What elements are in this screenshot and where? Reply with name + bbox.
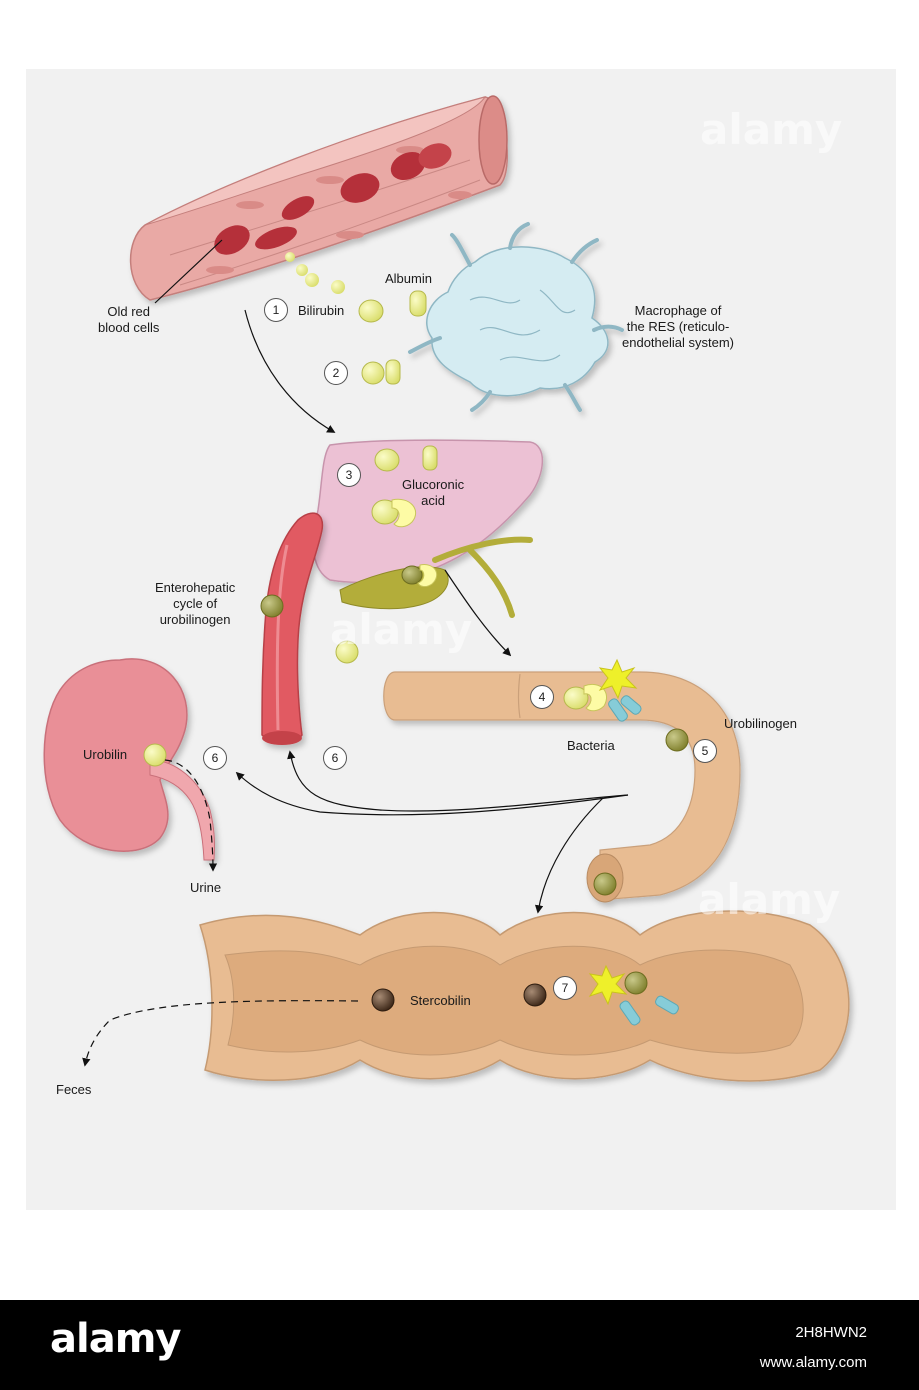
gallbladder	[339, 536, 533, 618]
step-1-marker: 1	[264, 298, 288, 322]
urobilin-molecule	[143, 743, 167, 767]
liver-contents	[371, 445, 438, 528]
enterohepatic-cycle-label: Enterohepatic cycle of urobilinogen	[155, 580, 236, 627]
intestine-contents	[563, 658, 689, 896]
old-red-blood-cells	[214, 143, 452, 255]
site-url: www.alamy.com	[759, 1354, 867, 1371]
enzyme-burst-icon	[598, 658, 638, 700]
red-blood-cell	[340, 173, 380, 203]
step-5-marker: 5	[693, 739, 717, 763]
bacteria-label: Bacteria	[567, 738, 615, 753]
portal-vein	[261, 512, 324, 745]
stercobilin-label: Stercobilin	[410, 993, 471, 1008]
urobilin-label: Urobilin	[83, 747, 128, 762]
macrophage-label: Macrophage of the RES (reticulo- endothe…	[622, 303, 734, 350]
watermark: alamy	[698, 875, 841, 924]
bilirubin-particles	[285, 252, 427, 385]
step-6-portal-marker: 6	[323, 746, 347, 770]
footer-bar: alamy 2H8HWN2 www.alamy.com	[0, 1300, 919, 1390]
bilirubin-metabolism-diagram	[43, 95, 850, 1082]
watermark: alamy	[330, 605, 473, 654]
step-3-marker: 3	[337, 463, 361, 487]
small-intestine	[383, 671, 741, 903]
red-blood-cell	[418, 143, 452, 169]
macrophage	[408, 222, 624, 412]
watermark: alamy	[700, 105, 843, 154]
red-blood-cell	[390, 151, 426, 181]
enzyme-burst-icon	[588, 964, 628, 1006]
kidney	[43, 658, 215, 861]
step-7-marker: 7	[553, 976, 577, 1000]
brand-logo: alamy	[50, 1316, 181, 1362]
large-intestine-contents	[371, 964, 679, 1026]
urobilinogen-label: Urobilinogen	[724, 716, 797, 731]
urine-label: Urine	[190, 880, 222, 895]
bilirubin-label: Bilirubin	[298, 303, 345, 318]
urobilinogen-molecule	[335, 640, 359, 664]
old-red-blood-cells-label: Old red blood cells	[98, 304, 160, 335]
old-rbc-pointer	[154, 239, 223, 304]
feces-label: Feces	[56, 1082, 92, 1097]
glucoronic-acid-label: Glucoronic acid	[402, 477, 465, 508]
urobilinogen-molecule	[260, 594, 284, 618]
step-4-marker: 4	[530, 685, 554, 709]
red-blood-cell	[281, 196, 315, 220]
image-id: 2H8HWN2	[795, 1324, 867, 1341]
blood-vessel	[129, 95, 508, 301]
red-blood-cell	[255, 226, 297, 250]
flow-arrows	[82, 309, 629, 1067]
albumin-label: Albumin	[385, 271, 432, 286]
step-2-marker: 2	[324, 361, 348, 385]
step-6-kidney-marker: 6	[203, 746, 227, 770]
red-blood-cell	[214, 225, 250, 255]
